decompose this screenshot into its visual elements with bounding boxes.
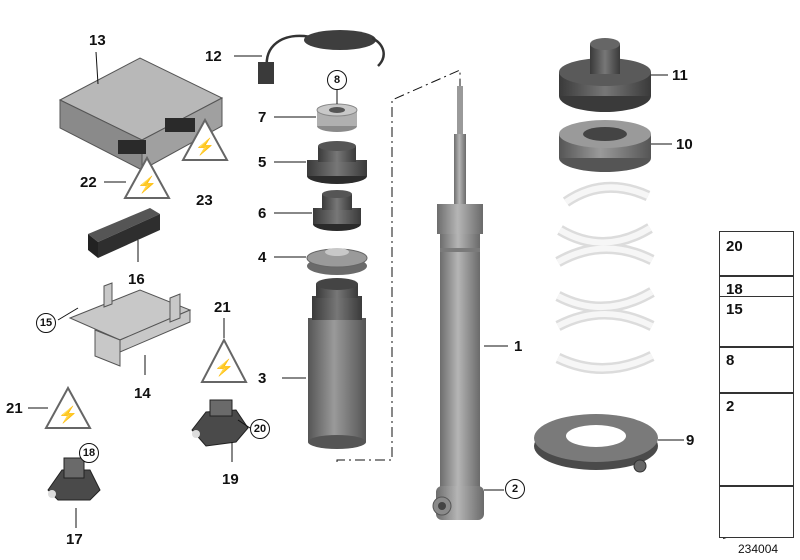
side-panel-number: 8: [726, 352, 735, 369]
side-panel-number: 20: [726, 238, 743, 255]
callout-14: 14: [134, 385, 151, 402]
spring-cap-part: [559, 38, 651, 112]
callout-21-upper: 21: [214, 299, 231, 316]
svg-text:⚡: ⚡: [58, 405, 78, 424]
callout-18-circled: 18: [79, 443, 99, 463]
side-panel-item: 8: [719, 347, 794, 393]
callout-13: 13: [89, 32, 106, 49]
side-panel-item: 15: [719, 296, 794, 347]
callout-9: 9: [686, 432, 695, 449]
top-mount-cap-part: [316, 103, 358, 132]
rubber-mount-part: [307, 141, 367, 184]
reference-number: 234004: [738, 542, 779, 556]
callout-15-circled: 15: [36, 313, 56, 333]
leader-13: [95, 51, 99, 85]
lower-spring-seat-part: [534, 414, 658, 473]
foam-block-part: [88, 208, 160, 258]
height-sensor-part: [191, 399, 249, 447]
side-panel-number: 2: [726, 398, 735, 415]
warning-triangle-icon: ⚡: [181, 117, 229, 161]
callout-8-circled: 8: [327, 70, 347, 90]
callout-5: 5: [258, 154, 267, 171]
svg-text:⚡: ⚡: [195, 137, 215, 156]
dust-boot-part: [308, 278, 366, 449]
side-panel-arrow-box: [719, 486, 794, 538]
control-unit-part: [58, 57, 224, 171]
svg-text:⚡: ⚡: [137, 175, 157, 194]
side-panel-item: 2: [719, 393, 794, 486]
warning-triangle-icon: ⚡: [123, 155, 171, 199]
side-panel-number: 15: [726, 301, 743, 318]
callout-17: 17: [66, 531, 83, 548]
spring-seat-part: [559, 120, 651, 172]
alignment-line: [336, 69, 461, 462]
callout-23: 23: [196, 192, 213, 209]
callout-22: 22: [80, 174, 97, 191]
callout-6: 6: [258, 205, 267, 222]
svg-text:⚡: ⚡: [214, 358, 234, 377]
warning-triangle-icon: ⚡: [200, 337, 248, 383]
warning-triangle-icon: ⚡: [44, 385, 92, 429]
callout-12: 12: [205, 48, 222, 65]
callout-4: 4: [258, 249, 267, 266]
side-panel-number: 18: [726, 281, 743, 298]
shock-absorber-part: [432, 86, 484, 520]
callout-3: 3: [258, 370, 267, 387]
bump-stop-part: [313, 190, 361, 231]
callout-19: 19: [222, 471, 239, 488]
cable-harness-part: [258, 30, 385, 84]
height-sensor-part: [47, 457, 101, 501]
bracket-part: [68, 282, 192, 367]
callout-2-circled: 2: [505, 479, 525, 499]
callout-16: 16: [128, 271, 145, 288]
callout-1: 1: [514, 338, 523, 355]
callout-11: 11: [672, 67, 688, 84]
side-panel-item: 20: [719, 231, 794, 276]
callout-7: 7: [258, 109, 267, 126]
callout-21-lower: 21: [6, 400, 23, 417]
spring-plate-part: [306, 248, 368, 275]
coil-spring-part: [555, 181, 655, 374]
callout-10: 10: [676, 136, 693, 153]
callout-20-circled: 20: [250, 419, 270, 439]
